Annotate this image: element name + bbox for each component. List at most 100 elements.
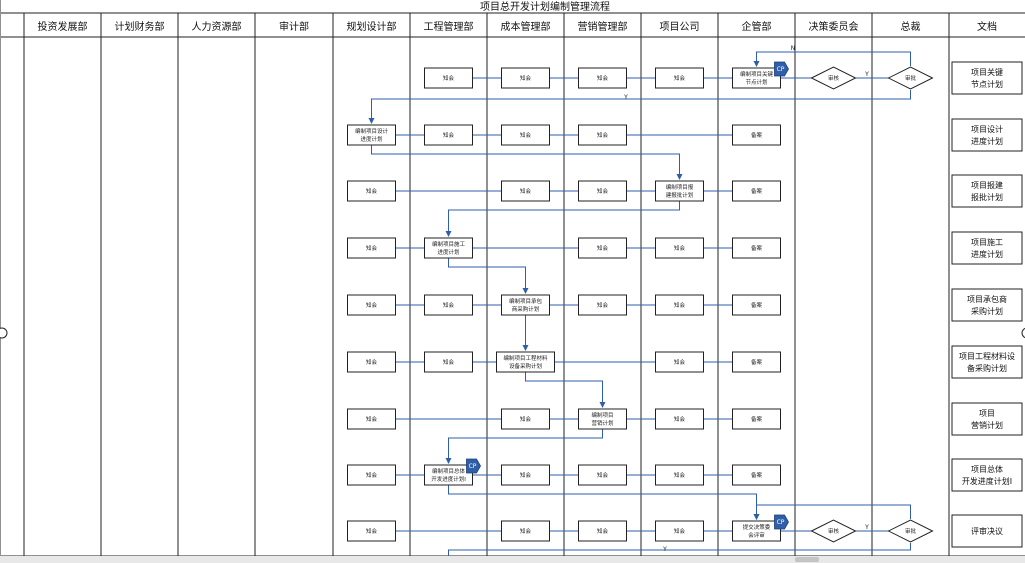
notify-step: 备案 (732, 180, 781, 202)
document-box (951, 118, 1023, 152)
document-label: 项目关键 (971, 67, 1003, 77)
step-box (732, 124, 781, 146)
document-label: 开发进度计划Ⅰ (962, 476, 1012, 486)
notify-step: 知会 (655, 520, 704, 542)
step-label: 备案 (751, 301, 763, 309)
step-label: 备案 (751, 471, 763, 479)
notify-step: 知会 (655, 464, 704, 486)
document-label: 节点计划 (971, 79, 1003, 89)
step-box (732, 464, 781, 486)
step-label: 进度计划 (437, 248, 459, 256)
step-box (347, 408, 396, 430)
step-label: 建报批计划 (666, 191, 694, 199)
scrollbar-thumb[interactable] (795, 557, 819, 562)
yes-label: Y (623, 94, 628, 101)
notify-step: 知会 (655, 351, 704, 373)
decision-label: 审核 (828, 74, 840, 82)
document-label: 报批计划 (971, 192, 1003, 202)
decision-label: 审核 (828, 527, 840, 535)
transition-flow-line (445, 429, 603, 464)
lane-header: 人力资源部 (192, 20, 242, 33)
step-label: 知会 (674, 74, 686, 82)
step-box (501, 180, 550, 202)
horizontal-scrollbar[interactable] (0, 556, 1025, 563)
step-label: 编制项目报 (666, 183, 694, 191)
step-box (732, 180, 781, 202)
step-box (424, 351, 473, 373)
transition-flow-line (448, 258, 529, 294)
decision-president: 审批 (887, 66, 934, 90)
checkpoint-label: CP (777, 66, 785, 73)
notify-step: 知会 (347, 408, 396, 430)
notify-step: 知会 (655, 408, 704, 430)
checkpoint-label: CP (469, 463, 477, 470)
document-column: 项目关键节点计划项目设计进度计划项目报建报批计划项目施工进度计划项目承包商采购计… (951, 61, 1023, 548)
step-label: 备案 (751, 415, 763, 423)
step-label: 知会 (674, 415, 686, 423)
return-flow-line (368, 90, 911, 124)
document-box (951, 458, 1023, 492)
lane-header: 总裁 (901, 20, 921, 33)
lane-header: 项目公司 (660, 21, 700, 33)
step-box (732, 408, 781, 430)
notify-step: 知会 (347, 520, 396, 542)
step-label: 编制项目 (591, 411, 613, 419)
document-label: 项目工程材料设 (959, 351, 1015, 361)
notify-step: 知会 (424, 351, 473, 373)
step-box (501, 124, 550, 146)
notify-step: 备案 (732, 294, 781, 316)
notify-step: 知会 (578, 124, 627, 146)
lane-header: 投资发展部 (38, 20, 88, 33)
notify-step: 备案 (732, 351, 781, 373)
notify-step: 知会 (424, 294, 473, 316)
step-box (655, 180, 704, 202)
lane-header: 营销管理部 (578, 20, 628, 33)
notify-step: 备案 (732, 408, 781, 430)
step-box (578, 294, 627, 316)
step-label: 知会 (366, 244, 378, 252)
notify-step: 知会 (655, 67, 704, 89)
step-box (347, 464, 396, 486)
document-box (951, 345, 1023, 379)
step-label: 编制项目总体 (432, 467, 466, 475)
step-box (732, 520, 781, 542)
notify-step: 知会 (578, 180, 627, 202)
step-label: 知会 (366, 471, 378, 479)
step-box (732, 67, 781, 89)
transition-flow-line (525, 372, 606, 408)
notify-step: 知会 (655, 294, 704, 316)
step-box (501, 67, 550, 89)
notify-step: 知会 (501, 124, 550, 146)
document-label: 项目设计 (971, 124, 1003, 134)
document-label: 项目承包商 (967, 294, 1007, 304)
decision-diamond (887, 519, 934, 543)
step-box (424, 464, 473, 486)
decision-diamond (810, 66, 857, 90)
step-box (501, 520, 550, 542)
document-label: 评审决议 (971, 526, 1003, 536)
step-box (655, 294, 704, 316)
document-label: 项目 (979, 409, 995, 418)
step-label: 知会 (597, 301, 609, 309)
notify-step: 备案 (732, 464, 781, 486)
notify-step: 备案 (732, 237, 781, 259)
notify-step: 知会 (501, 67, 550, 89)
flow-nodes: 知会知会知会知会编制项目关键节点计划CP编制项目设计进度计划知会知会知会备案知会… (347, 45, 934, 553)
document-label: 项目总体 (971, 464, 1003, 474)
document-label: 备采购计划 (967, 363, 1007, 373)
lane-header: 企管部 (742, 20, 772, 33)
reject-loop-line (753, 51, 911, 67)
notify-step: 知会 (347, 237, 396, 259)
step-label: 知会 (520, 527, 532, 535)
notify-step: 知会 (578, 464, 627, 486)
decision-diamond (810, 519, 857, 543)
document-label: 项目报建 (971, 180, 1003, 190)
step-label: 知会 (674, 527, 686, 535)
